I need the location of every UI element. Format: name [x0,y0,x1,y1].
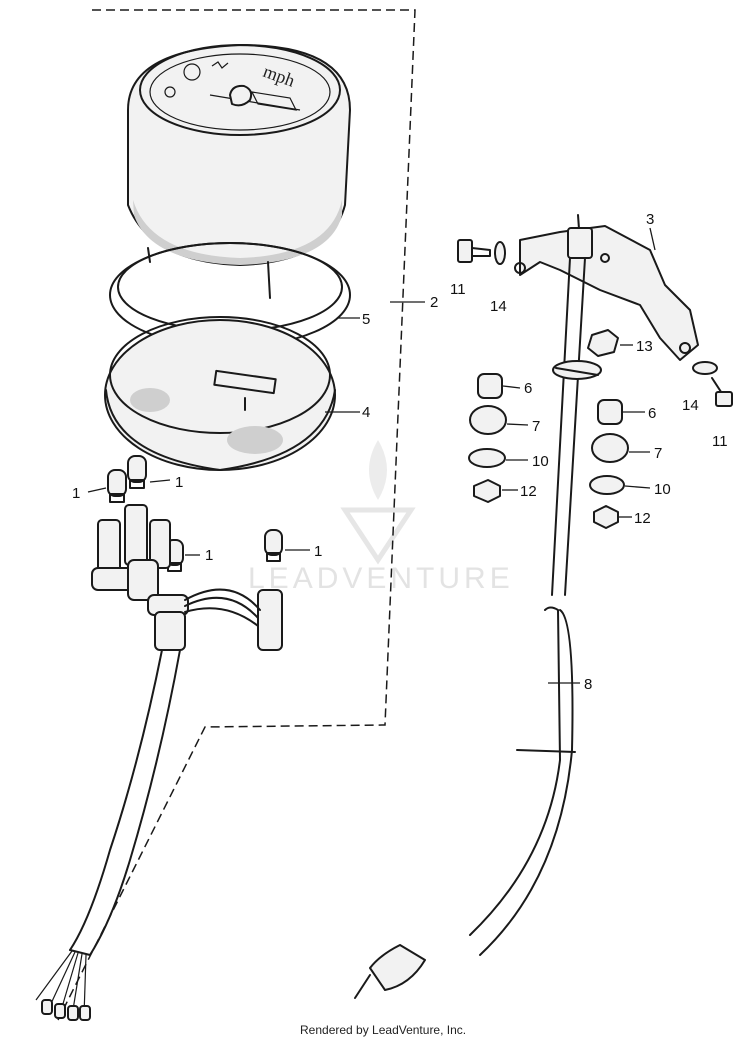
callout-6-b: 6 [648,405,656,422]
washer-10-b [589,475,625,495]
callout-1-a: 1 [72,485,80,502]
callout-7-b: 7 [654,445,662,462]
mounting-bracket-3 [514,225,699,361]
callout-6-a: 6 [524,380,532,397]
gauge-case-4 [104,316,336,471]
nut-12-a [473,479,501,503]
collar-7-a [469,405,507,435]
callout-14-a: 14 [490,298,507,315]
callout-5: 5 [362,311,370,328]
callout-labels: 1 1 1 1 2 3 4 5 6 6 7 7 8 10 10 11 11 12… [72,211,728,693]
callout-1-c: 1 [205,547,213,564]
speedometer-gauge: mph [127,44,351,299]
speedometer-cable-8 [354,214,602,999]
assembly-boundary-2 [57,9,416,1021]
nut-12-b [593,505,619,529]
washer-10-a [468,448,506,468]
callout-11-a: 11 [450,281,466,298]
callout-8: 8 [584,676,592,693]
watermark: LEADVENTURE [248,440,514,595]
callout-13: 13 [636,338,653,355]
washer-14-b [692,361,718,375]
callout-2: 2 [430,294,438,311]
callout-1-d: 1 [314,543,322,560]
socket-harness [35,504,283,1021]
nut-13 [587,329,619,357]
bolt-11-a [457,239,491,263]
bulb-1-a [107,469,127,503]
callout-12-a: 12 [520,483,537,500]
callout-14-b: 14 [682,397,699,414]
collar-7-b [591,433,629,463]
callout-7-a: 7 [532,418,540,435]
watermark-text: LEADVENTURE [248,562,514,595]
callout-10-a: 10 [532,453,549,470]
callout-11-b: 11 [712,433,728,450]
washer-14-a [494,241,506,265]
rubber-6-b [597,399,623,425]
callout-10-b: 10 [654,481,671,498]
bulb-1-d [264,529,283,562]
callout-12-b: 12 [634,510,651,527]
rubber-6-a [477,373,503,399]
callout-3: 3 [646,211,654,228]
callout-4: 4 [362,404,370,421]
footer-credit: Rendered by LeadVenture, Inc. [300,1023,466,1037]
bulb-1-b [127,455,147,489]
callout-1-b: 1 [175,474,183,491]
leader-lines [87,227,656,684]
bolt-11-b [711,377,733,407]
